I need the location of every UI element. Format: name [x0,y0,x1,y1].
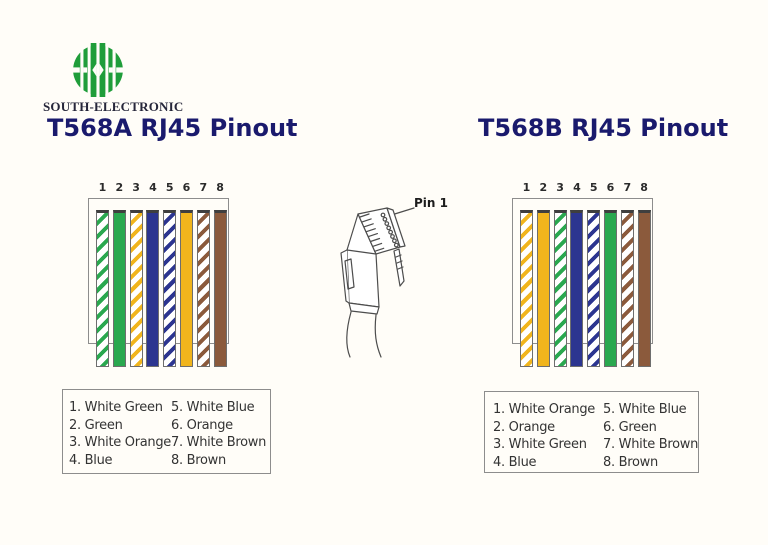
legend-item: 2. Orange [493,419,555,435]
t568a-wire-pin-7-striped-brown [196,210,210,367]
pin1-label: Pin 1 [414,196,448,210]
t568b-wire-pin-5-striped-blue [587,210,601,367]
t568a-pin-number-6: 6 [182,181,191,194]
legend-item: 1. White Green [69,400,163,415]
legend-item: 3. White Orange [69,435,172,451]
t568b-title: T568B RJ45 Pinout [478,114,729,142]
t568a-wire-pin-1-striped-green [96,210,109,367]
legend-item: 1. White Orange [493,402,596,417]
legend-item: 5. White Blue [603,402,687,417]
t568a-wire-pin-4-solid-blue [146,210,160,367]
legend-item: 8. Brown [603,454,658,470]
pin-contact-dots [380,212,399,248]
t568b-wire-pin-6-solid-green [604,210,617,367]
t568a-wire-pin-5-striped-blue [163,210,177,367]
t568a-wire-pin-3-striped-orange [129,210,143,367]
t568a-pin-number-2: 2 [115,181,124,194]
t568b-pin-number-2: 2 [539,181,548,194]
legend-item: 6. Green [603,419,657,435]
legend-item: 3. White Green [493,437,587,453]
t568b-wire-pin-2-solid-orange [536,210,550,367]
legend-item: 4. Blue [69,452,113,468]
t568a-wire-pin-2-solid-green [112,210,126,367]
t568b-wire-pin-1-striped-orange [520,210,533,367]
t568b-pin-number-5: 5 [589,181,598,194]
legend-item: 5. White Blue [171,400,255,415]
t568a-pin-number-4: 4 [149,181,157,194]
legend-item: 2. Green [69,417,123,433]
legend-item: 6. Orange [171,417,233,433]
brand-name: SOUTH-ELECTRONIC [43,99,184,114]
t568b-pin-number-6: 6 [606,181,615,194]
t568b-pin-number-8: 8 [640,181,648,194]
t568a-title: T568A RJ45 Pinout [47,114,298,142]
t568a-pin-number-5: 5 [165,181,174,194]
t568b-pin-number-3: 3 [556,181,564,194]
t568b-pin-number-7: 7 [623,181,632,194]
t568a-pin-number-7: 7 [199,181,208,194]
t568a-pin-number-8: 8 [216,181,224,194]
rj45-connector-illustration [340,207,415,358]
legend-item: 7. White Brown [171,435,267,451]
south-electronic-logo-icon [72,43,124,97]
t568b-wire-pin-8-solid-brown [637,210,651,367]
t568a-pin-number-1: 1 [98,181,107,194]
t568b-wire-pin-3-striped-green [553,210,567,367]
legend-item: 8. Brown [171,452,226,468]
legend-item: 4. Blue [493,454,537,470]
t568b-pin-number-4: 4 [573,181,581,194]
legend-item: 7. White Brown [603,437,699,453]
t568b-wire-pin-4-solid-blue [570,210,584,367]
t568a-wire-pin-8-solid-brown [213,210,227,367]
t568a-wire-pin-6-solid-orange [180,210,193,367]
pin-slot-comb [359,213,385,252]
t568b-wire-pin-7-striped-brown [620,210,634,367]
t568a-pin-number-3: 3 [132,181,140,194]
t568b-pin-number-1: 1 [522,181,531,194]
